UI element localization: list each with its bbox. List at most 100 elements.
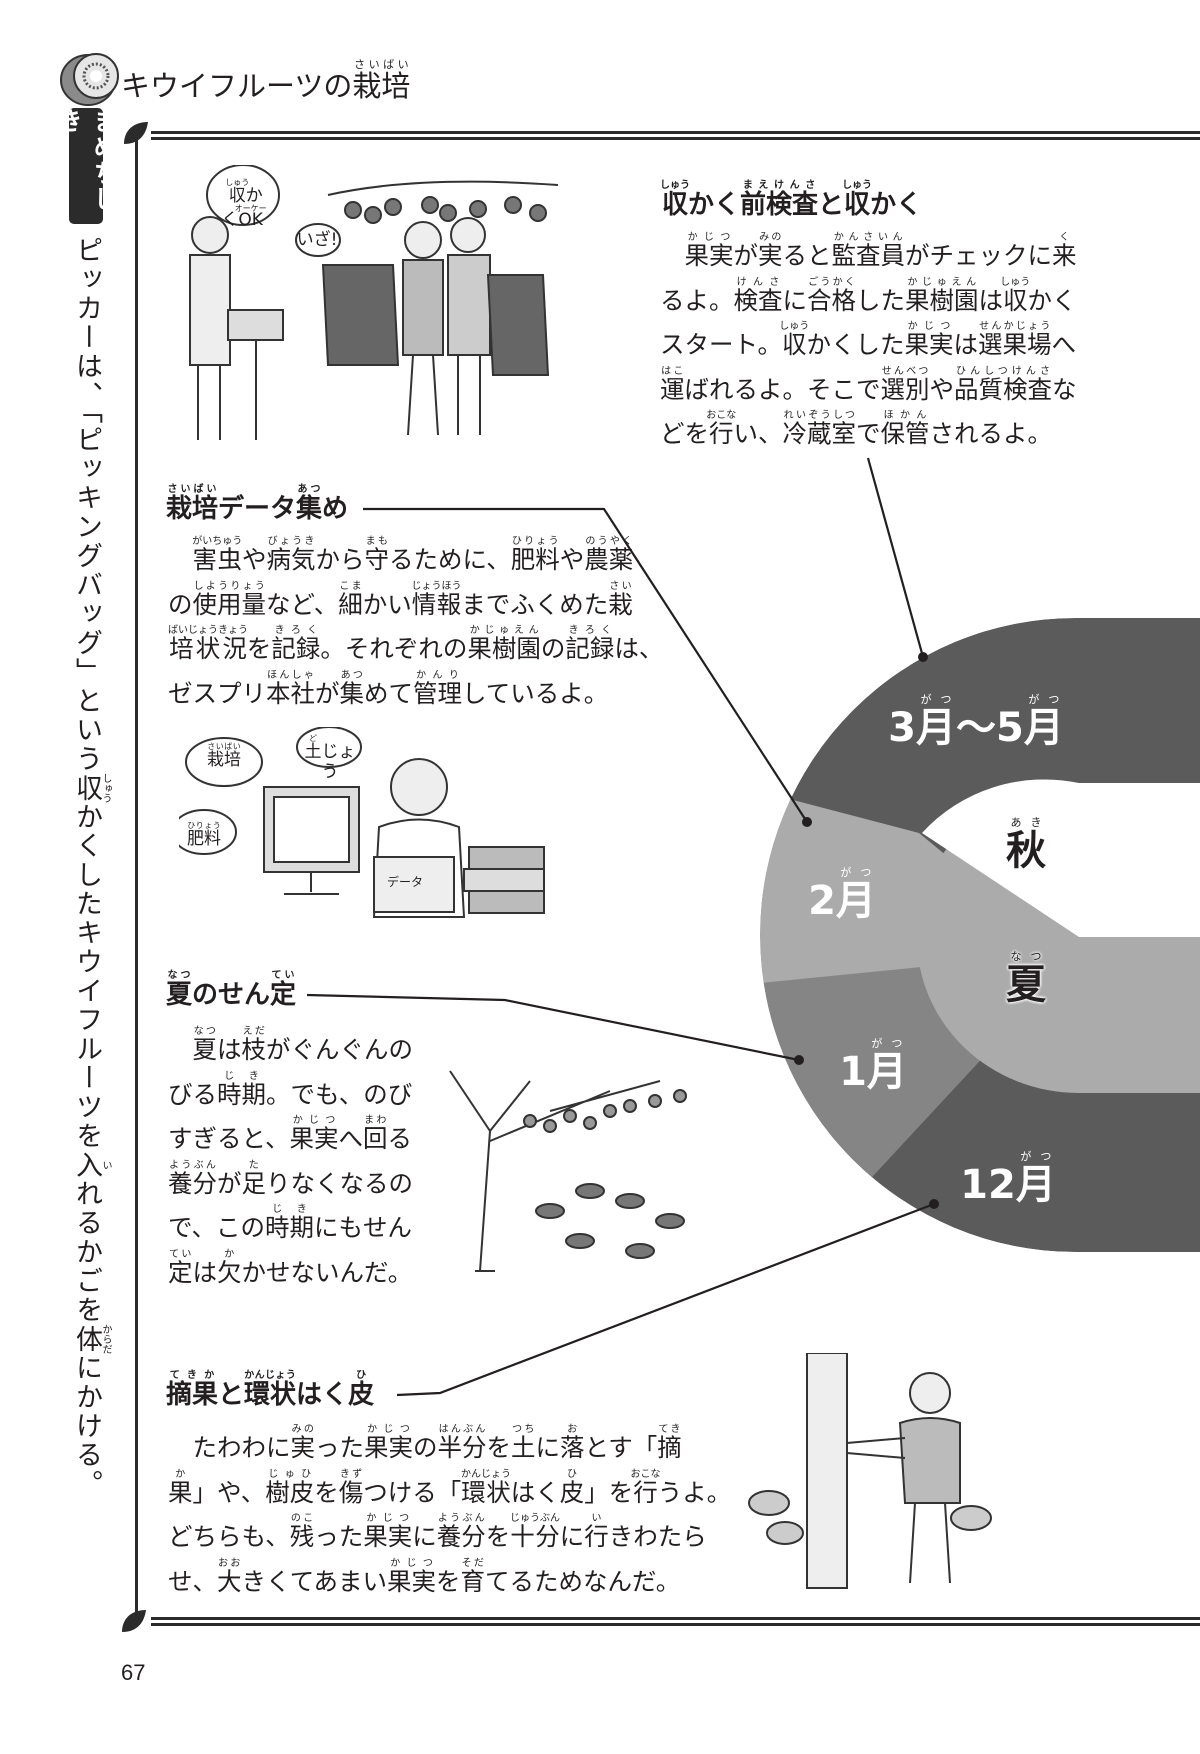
text-run: と: [818, 190, 845, 220]
text-run: にかける。: [71, 1353, 102, 1499]
text-run: れるかごを: [71, 1179, 102, 1325]
text-line: びる時期じき。でも、のび: [168, 1071, 413, 1116]
text-run: 」や、: [192, 1477, 266, 1507]
text-run: に: [535, 1433, 561, 1462]
text-run: [168, 1035, 193, 1064]
ruby-word: 回まわ: [363, 1115, 388, 1153]
text-run: ばれるよ。そこで: [684, 374, 881, 404]
text-run: など、: [266, 589, 339, 619]
ruby-word: 肥料ひりょう: [510, 536, 560, 574]
text-run: 。それぞれの: [320, 634, 468, 663]
ruby-word: 月がつ: [1015, 1150, 1056, 1208]
text-run: い、: [733, 419, 783, 448]
ruby-word: 摘果てきか: [166, 1370, 219, 1410]
furigana: はんぶん: [437, 1424, 487, 1435]
furigana: あつ: [296, 484, 323, 495]
furigana: い: [584, 1513, 609, 1524]
text-run: が: [315, 678, 340, 708]
text-run: を: [314, 1477, 339, 1507]
ruby-word: 秋あき: [1006, 816, 1046, 874]
text-run: スタート。: [660, 330, 783, 359]
furigana: か: [168, 1468, 193, 1480]
text-line: 夏なつは枝えだがぐんぐんの: [168, 1026, 414, 1071]
furigana: まえけんさ: [740, 180, 819, 191]
text-run: 12: [960, 1162, 1016, 1208]
furigana: がいちゅう: [192, 536, 243, 547]
text-run: った: [315, 1433, 364, 1462]
ruby-word: 栽培さいばい: [166, 484, 219, 524]
top-rule-2: [151, 137, 1200, 140]
text-run: りなくなるの: [266, 1168, 413, 1198]
text-run: した: [856, 285, 905, 315]
ruby-word: 収しゅう: [779, 321, 810, 359]
ruby-word: 果実かじつ: [904, 321, 954, 359]
text-run: のせん: [192, 980, 271, 1010]
text-run: キウイフルーツの: [121, 69, 353, 103]
furigana: がつ: [1023, 693, 1064, 706]
text-run: 」を: [584, 1477, 634, 1507]
ruby-word: 大おお: [217, 1557, 242, 1596]
ruby-word: 枝えだ: [241, 1026, 267, 1064]
ruby-word: 月がつ: [916, 693, 956, 751]
ruby-word: 入い: [71, 1150, 111, 1180]
furigana: じき: [265, 1204, 315, 1215]
text-run: にもせん: [314, 1213, 413, 1242]
furigana: ひりょう: [187, 821, 221, 830]
ruby-word: 果樹園かじゅえん: [467, 625, 541, 663]
text-run: の: [540, 634, 566, 663]
text-run: は: [953, 330, 979, 359]
ruby-word: 集あつ: [296, 484, 323, 524]
leaf-icon: [122, 120, 150, 150]
leader-line-pruning: [306, 993, 800, 1062]
ruby-word: 記録きろく: [565, 625, 615, 663]
text-run: めて: [364, 678, 413, 708]
furigana: つち: [511, 1424, 536, 1435]
text-run: と: [218, 1380, 245, 1410]
book-label: データ: [386, 875, 423, 889]
ruby-word: 記録きろく: [271, 625, 321, 663]
ruby-word: 検査けんさ: [733, 276, 783, 315]
ruby-word: 収しゅう: [660, 180, 690, 220]
furigana: てきか: [166, 1370, 219, 1381]
ruby-word: 時期じき: [217, 1070, 266, 1109]
ruby-word: 果実かじつ: [387, 1557, 437, 1596]
speech-bubble-iza: いざ!: [296, 230, 338, 250]
furigana: た: [241, 1159, 267, 1171]
ruby-word: 行い: [584, 1513, 609, 1551]
speech-bubble-cultivation: 栽培さいばい: [198, 742, 250, 770]
furigana: おこな: [706, 410, 737, 421]
text-line: 害虫がいちゅうや病気びょうきから守まもるために、肥料ひりょうや農薬のうやく: [168, 536, 663, 581]
page-title: キウイフルーツの栽培さいばい: [121, 58, 410, 105]
page-number: 67: [121, 1660, 146, 1685]
furigana: なつ: [1006, 950, 1046, 963]
text-line: で、この時期じきにもせん: [168, 1204, 413, 1249]
furigana: しゅう: [842, 180, 873, 191]
text-run: データ: [218, 494, 297, 524]
text-run: ピッカーは、「ピッキングバッグ」という: [71, 236, 102, 774]
text-run: ると: [782, 241, 832, 270]
text-run: せ、: [168, 1566, 217, 1596]
ruby-word: 欠か: [217, 1248, 242, 1287]
label-autumn: 秋あき: [1006, 816, 1046, 876]
ruby-word: 果樹園かじゅえん: [905, 276, 979, 315]
ruby-word: 農薬のうやく: [584, 536, 634, 574]
furigana: かじゅえん: [467, 625, 541, 636]
ruby-word: 土つち: [511, 1424, 536, 1462]
furigana: ほかん: [880, 410, 930, 421]
ruby-word: 管理かんり: [413, 669, 462, 708]
speech-bubble-harvest-ok: 収しゅうかくOKオーケー: [217, 178, 271, 230]
furigana: のこ: [289, 1513, 315, 1524]
furigana: かじつ: [289, 1115, 339, 1126]
furigana: く: [1052, 232, 1077, 243]
text-line: たわわに実みのった果実かじつの半分はんぶんを土つちに落おとす「摘てき: [168, 1424, 731, 1469]
text-run: かい: [362, 589, 412, 619]
furigana: か: [217, 1248, 242, 1260]
text-line: どちらも、残のこった果実かじつに養分ようぶんを十分じゅうぶんに行いきわたら: [168, 1513, 731, 1558]
section-body-data: 害虫がいちゅうや病気びょうきから守まもるために、肥料ひりょうや農薬のうやくの使用…: [168, 536, 663, 714]
ruby-word: 夏なつ: [192, 1026, 218, 1064]
text-run: がチェックに: [905, 241, 1052, 270]
label-mar-may: 3月がつ〜5月がつ: [888, 693, 1064, 753]
furigana: しようりょう: [192, 580, 267, 592]
text-line: 運はこばれるよ。そこで選別せんべつや品質検査ひんしつけんさな: [660, 366, 1077, 411]
